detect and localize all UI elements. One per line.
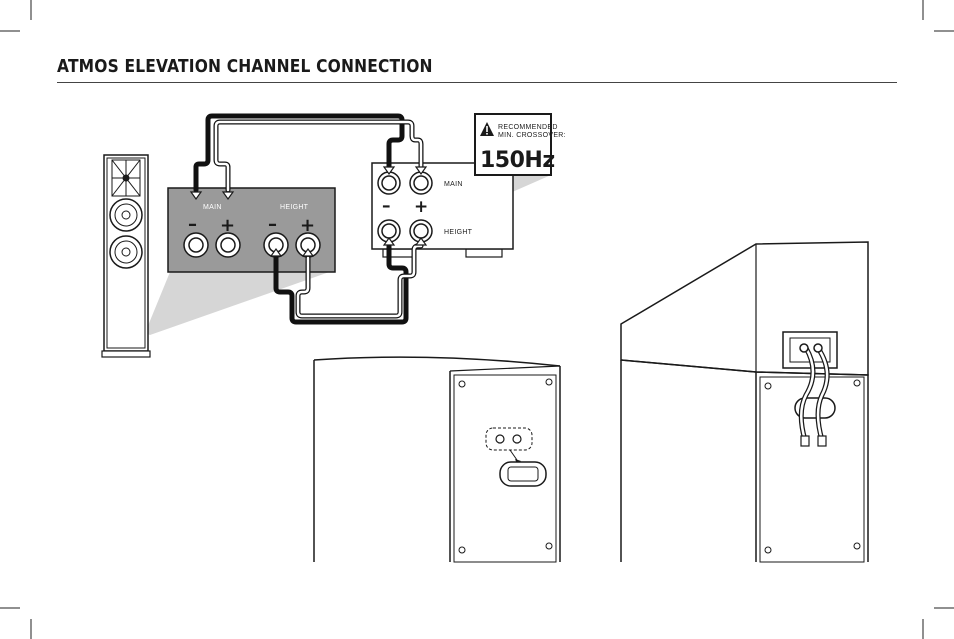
speaker-height-minus: – [268,214,277,235]
speaker-back-view [313,356,561,563]
receiver-main-label: MAIN [444,181,463,188]
crossover-line1: RECOMMENDED [498,124,558,131]
tower-speaker-front [101,154,151,358]
receiver-height-label: HEIGHT [444,229,473,236]
speaker-main-plus: + [220,215,235,236]
main-wires [193,113,424,193]
crossover-value: 150Hz [480,148,555,173]
connector-arrows [189,166,428,257]
receiver-plus: + [414,197,428,217]
crossover-line2: MIN. CROSSOVER: [498,132,566,139]
receiver-terminal-panel [371,162,514,258]
page-title: ATMOS ELEVATION CHANNEL CONNECTION [57,56,433,77]
title-rule [57,82,897,83]
speaker-main-label: MAIN [203,204,222,211]
speaker-height-plus: + [300,215,315,236]
receiver-minus: – [382,196,391,216]
atmos-module-back-view [620,241,869,563]
speaker-main-minus: – [188,214,197,235]
height-wires [273,243,424,325]
speaker-callout-wedge [145,270,335,335]
crossover-note [474,113,552,176]
speaker-height-label: HEIGHT [280,204,309,211]
